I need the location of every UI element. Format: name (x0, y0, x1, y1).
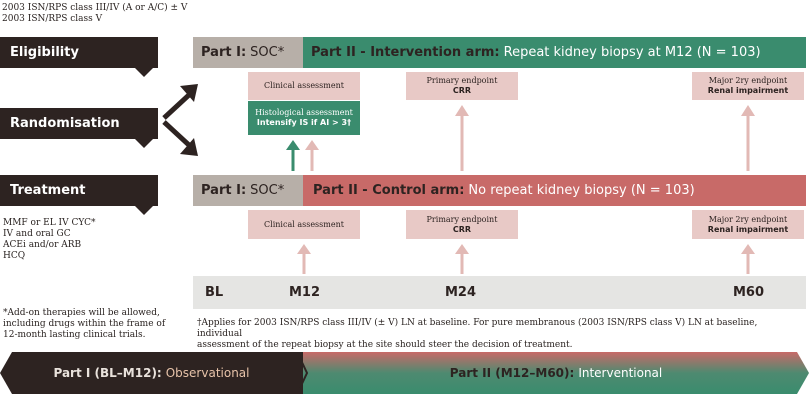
treatment-item: HCQ (3, 251, 26, 261)
pink-up-arrow (305, 140, 319, 171)
histo-line-1: Histological assessment (255, 108, 353, 117)
randomisation-pointer (135, 139, 153, 148)
header-line-2: 2003 ISN/RPS class V (2, 14, 103, 24)
timeline-m24: M24 (445, 285, 477, 300)
control-part1-text: SOC* (250, 183, 285, 198)
control-primary-endpoint: Primary endpoint CRR (406, 210, 518, 239)
intervention-part1-title: Part I: (201, 45, 247, 60)
primary-endpoint-label: Primary endpoint (426, 76, 498, 85)
control-part1-bar: Part I: SOC* (193, 175, 303, 206)
pink-up-arrow (297, 244, 311, 274)
addon-note-line: 12-month lasting clinical trials. (3, 330, 146, 340)
control-part2-bar: Part II - Control arm: No repeat kidney … (303, 175, 806, 206)
addon-note-line: *Add-on therapies will be allowed, (3, 308, 160, 318)
footer-arrows (0, 352, 809, 394)
addon-note: *Add-on therapies will be allowed, inclu… (3, 308, 165, 341)
intervention-part1-text: SOC* (250, 45, 285, 60)
control-part1-title: Part I: (201, 183, 247, 198)
intervention-part2-title: Part II - Intervention arm: (311, 45, 500, 60)
pink-up-arrow (455, 105, 469, 171)
control-clinical-text: Clinical assessment (264, 219, 344, 229)
pink-up-arrow (455, 244, 469, 274)
major-endpoint-label: Major 2ry endpoint (708, 76, 788, 85)
timeline-m12: M12 (289, 285, 321, 300)
intervention-major-endpoint: Major 2ry endpoint Renal impairment (692, 72, 804, 100)
randomisation-arrows (162, 84, 198, 156)
control-primary-label: Primary endpoint (426, 214, 498, 224)
dagger-note: †Applies for 2003 ISN/RPS class III/IV (… (197, 318, 805, 351)
clinical-assessment-text: Clinical assessment (264, 81, 344, 90)
major-endpoint-value: Renal impairment (707, 86, 789, 95)
footer-part2: Part II (M12–M60): Interventional (303, 352, 809, 394)
control-part2-text: No repeat kidney biopsy (N = 103) (468, 183, 695, 198)
footer-part1-text: Observational (165, 366, 250, 380)
eligibility-label: Eligibility (0, 37, 158, 68)
timeline-m60: M60 (733, 285, 765, 300)
treatment-list: MMF or EL IV CYC* IV and oral GC ACEi an… (3, 218, 96, 262)
dagger-note-line: †Applies for 2003 ISN/RPS class III/IV (… (197, 318, 758, 339)
footer-part1-title: Part I (BL–M12): (53, 366, 162, 380)
treatment-pointer (135, 206, 153, 215)
intervention-part1-bar: Part I: SOC* (193, 37, 303, 68)
intervention-clinical-assessment: Clinical assessment (248, 72, 360, 100)
control-major-value: Renal impairment (707, 224, 789, 234)
control-major-endpoint: Major 2ry endpoint Renal impairment (692, 210, 804, 239)
histo-line-2: Intensify IS if AI > 3† (256, 118, 352, 127)
footer-part1: Part I (BL–M12): Observational (0, 352, 303, 394)
addon-note-line: including drugs within the frame of (3, 319, 166, 329)
control-part2-title: Part II - Control arm: (313, 183, 465, 198)
control-clinical-assessment: Clinical assessment (248, 210, 360, 239)
timeline-bl: BL (205, 285, 224, 300)
intervention-part2-text: Repeat kidney biopsy at M12 (N = 103) (503, 45, 761, 60)
control-major-label: Major 2ry endpoint (708, 214, 788, 224)
treatment-item: ACEi and/or ARB (3, 240, 82, 250)
footer-part2-title: Part II (M12–M60): (449, 366, 575, 380)
treatment-item: IV and oral GC (3, 229, 71, 239)
green-up-arrow (286, 140, 300, 171)
intervention-primary-endpoint: Primary endpoint CRR (406, 72, 518, 100)
dagger-note-line: assessment of the repeat biopsy at the s… (197, 340, 573, 350)
timeline-bar: BL M12 M24 M60 (193, 276, 806, 309)
pink-up-arrow (741, 244, 755, 274)
pink-up-arrow (741, 105, 755, 171)
control-primary-value: CRR (452, 224, 472, 234)
intervention-part2-bar: Part II - Intervention arm: Repeat kidne… (303, 37, 806, 68)
treatment-label: Treatment (0, 175, 158, 206)
histological-assessment-box: Histological assessment Intensify IS if … (248, 101, 360, 135)
footer-part2-text: Interventional (578, 366, 663, 380)
header-line-1: 2003 ISN/RPS class III/IV (A or A/C) ± V (2, 3, 188, 13)
treatment-item: MMF or EL IV CYC* (3, 218, 96, 228)
primary-endpoint-value: CRR (452, 86, 472, 95)
eligibility-pointer (135, 68, 153, 77)
randomisation-label: Randomisation (0, 108, 158, 139)
